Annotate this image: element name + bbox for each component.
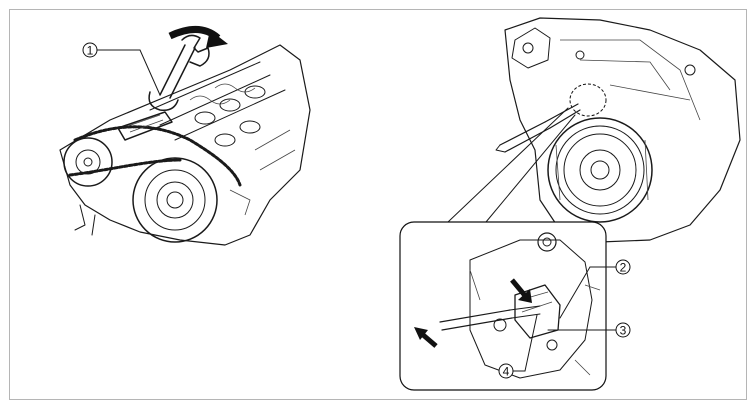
wrench-icon [148,34,210,112]
tensioner-highlight [569,83,607,117]
callout-4: 4 [498,314,538,379]
pull-out-arrow-icon [414,327,438,348]
callout-3: 3 [547,322,631,338]
rotation-arrow-icon [168,26,228,48]
push-down-arrow-icon [510,278,532,303]
callout-2-label: 2 [620,261,627,275]
camshaft-illustration [59,44,311,246]
callout-1: 1 [82,42,161,96]
engine-front-illustration [495,17,741,243]
callout-1-label: 1 [87,44,94,58]
callout-4-label: 4 [503,365,510,379]
zoom-connector [447,107,576,223]
figure-frame [9,9,747,400]
detail-inset [399,221,607,391]
callout-2: 2 [559,259,631,319]
callout-3-label: 3 [620,324,627,338]
